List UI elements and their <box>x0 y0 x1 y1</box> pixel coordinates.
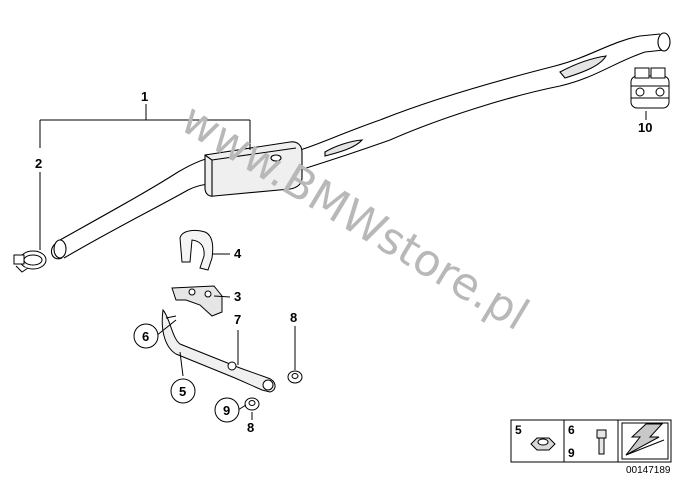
leader-lines <box>39 104 647 420</box>
pipe-clamp-right <box>630 67 670 109</box>
circled-callout-9: 9 <box>214 397 240 423</box>
exhaust-pipe <box>50 32 671 260</box>
legend-label-9: 9 <box>568 446 575 460</box>
washer-lower <box>244 397 260 411</box>
callout-1: 1 <box>141 89 148 104</box>
callout-4: 4 <box>234 246 242 261</box>
callout-10: 10 <box>638 120 652 135</box>
watermark: www.BMWstore.pl <box>172 94 537 341</box>
arrow-icon <box>621 422 669 460</box>
document-number: 00147189 <box>626 465 671 476</box>
callout-8-upper: 8 <box>290 310 297 325</box>
nut-icon <box>530 437 556 451</box>
svg-text:6: 6 <box>142 329 149 344</box>
legend-label-6: 6 <box>568 423 575 437</box>
nut-upper <box>287 370 303 384</box>
svg-text:9: 9 <box>223 403 230 418</box>
legend-box: 5 6 9 <box>510 419 672 463</box>
circled-callout-5: 5 <box>170 378 196 404</box>
middle-silencer <box>204 141 303 197</box>
svg-text:5: 5 <box>179 384 186 399</box>
bolt-icon <box>596 429 607 455</box>
bracket-3 <box>171 285 223 317</box>
pipe-clamp-left <box>13 250 47 273</box>
support-bar <box>161 308 276 393</box>
legend-label-5: 5 <box>515 423 522 437</box>
callout-7: 7 <box>234 312 241 327</box>
callout-3: 3 <box>234 289 241 304</box>
callout-8-lower: 8 <box>247 420 254 435</box>
hanger-strap <box>179 229 214 271</box>
callout-2: 2 <box>35 156 42 171</box>
circled-callout-6: 6 <box>133 323 159 349</box>
